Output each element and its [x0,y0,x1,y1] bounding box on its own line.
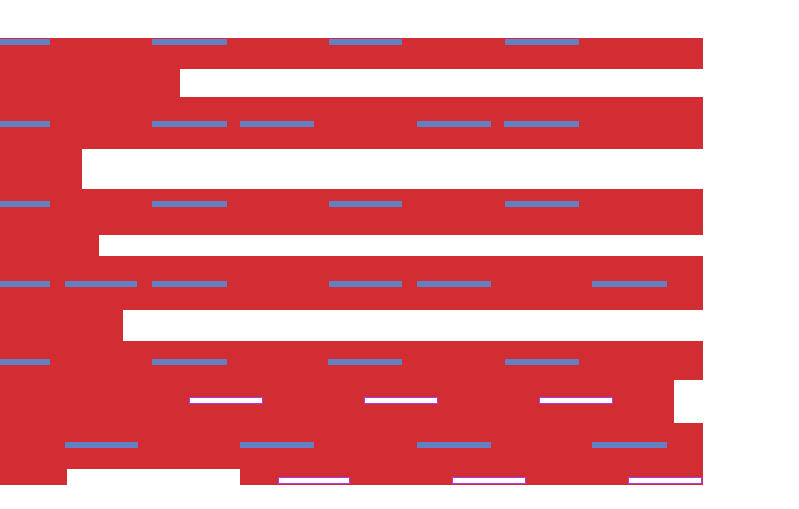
blue-bar [152,121,227,127]
blue-bar [417,281,491,287]
blue-bar [240,442,314,448]
blue-bar [329,201,402,207]
blue-bar [0,201,50,207]
blue-bar [504,121,579,127]
red-band [0,97,703,149]
blue-bar [0,39,50,45]
red-band [0,310,123,341]
blue-bar [152,281,227,287]
blue-bar [592,442,667,448]
outlined-bar [189,397,263,404]
blue-bar [328,359,402,365]
red-band [0,469,67,485]
blue-bar [505,201,579,207]
blue-bar [152,359,227,365]
blue-bar [329,39,402,45]
blue-bar [417,121,491,127]
blue-bar [65,442,138,448]
outlined-bar [628,477,702,484]
blue-bar [240,121,314,127]
red-band [0,149,82,189]
outlined-bar [278,477,350,484]
blue-bar [65,281,137,287]
blue-bar [417,442,491,448]
blue-bar [505,359,579,365]
red-band [0,189,703,235]
outlined-bar [452,477,526,484]
blue-bar [329,281,402,287]
blue-bar [152,39,227,45]
blue-bar [152,201,227,207]
outlined-bar [539,397,613,404]
blue-bar [0,121,50,127]
blue-bar [0,281,50,287]
blue-bar [0,359,50,365]
red-band [0,69,180,97]
blue-bar [505,39,579,45]
outlined-bar [364,397,438,404]
blue-bar [592,281,667,287]
red-band [0,235,99,256]
